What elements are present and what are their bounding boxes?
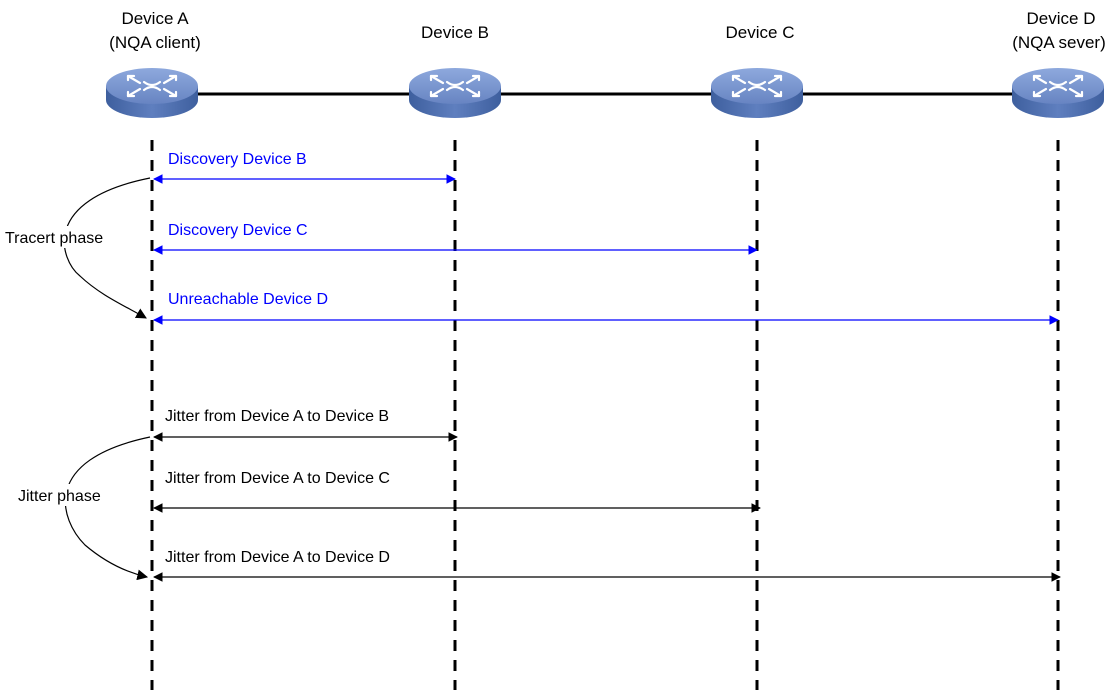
tracert-phase-label-bg (2, 226, 120, 248)
device-d-role: (NQA sever) (1012, 33, 1106, 52)
message-label-jitter-b: Jitter from Device A to Device B (165, 408, 389, 425)
message-label-discovery-c: Discovery Device C (168, 222, 308, 239)
jitter-phase-label: Jitter phase (18, 488, 101, 505)
router-icon-device-c (711, 66, 803, 120)
device-d-name: Device D (1027, 9, 1096, 28)
jitter-phase-arc (64, 436, 151, 581)
router-icon-device-a (106, 66, 198, 120)
message-label-unreachable-d: Unreachable Device D (168, 291, 328, 308)
message-label-jitter-c: Jitter from Device A to Device C (165, 470, 390, 487)
message-label-discovery-b: Discovery Device B (168, 151, 307, 168)
device-c-name: Device C (726, 23, 795, 42)
jitter-phase-label-bg (16, 484, 118, 506)
router-icon-device-b (409, 66, 501, 120)
jitter-messages: Jitter from Device A to Device B Jitter … (153, 408, 1061, 582)
tracert-messages: Discovery Device B Discovery Device C Un… (153, 151, 1059, 325)
router-icon-device-d (1012, 66, 1104, 120)
message-label-jitter-d: Jitter from Device A to Device D (165, 549, 390, 566)
device-a-role: (NQA client) (109, 33, 201, 52)
device-a-name: Device A (121, 9, 189, 28)
tracert-phase-label: Tracert phase (5, 230, 103, 247)
device-b-name: Device B (421, 23, 489, 42)
tracert-phase-arc (63, 177, 151, 319)
